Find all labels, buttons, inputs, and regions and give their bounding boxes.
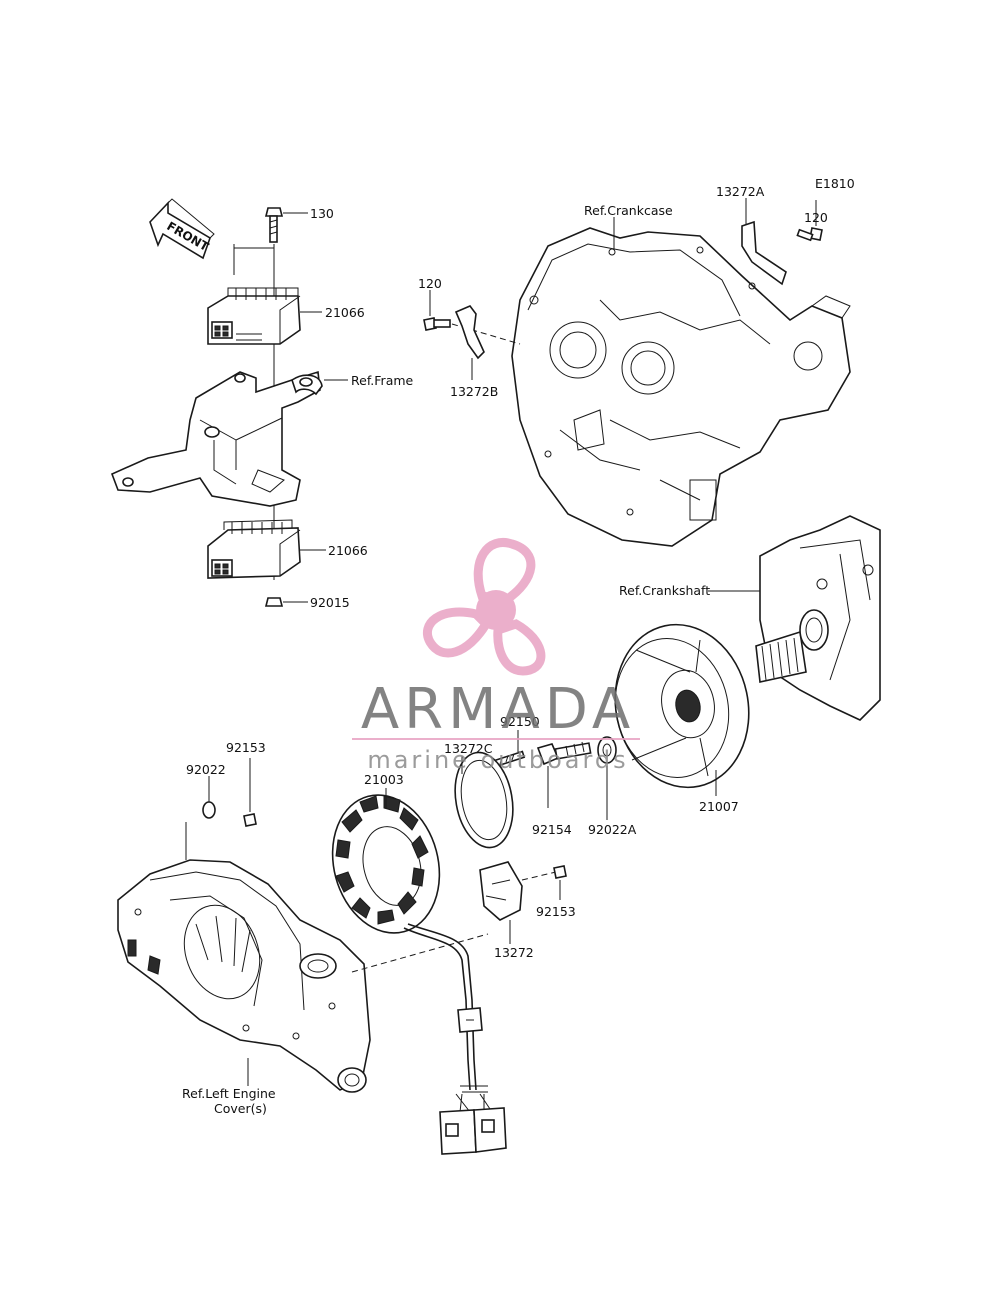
label-92022A: 92022A <box>588 822 637 837</box>
regulator-21066-lower <box>207 519 301 579</box>
label-ref-left-cover-1: Ref.Left Engine <box>182 1086 276 1101</box>
stator-cable <box>403 923 493 1113</box>
label-13272: 13272 <box>494 945 534 960</box>
washer-92022 <box>202 801 216 819</box>
bolt-130 <box>264 207 284 243</box>
crankcase <box>511 227 851 547</box>
label-130: 130 <box>310 206 334 221</box>
clip-13272 <box>479 861 523 921</box>
label-92022: 92022 <box>186 762 226 777</box>
bolt-92153-upper <box>243 813 257 827</box>
rotor-21007 <box>614 623 750 789</box>
label-21066-upper: 21066 <box>325 305 365 320</box>
connector <box>439 1107 507 1155</box>
label-13272A: 13272A <box>716 184 765 199</box>
propeller-logo-icon <box>423 538 546 676</box>
label-92154: 92154 <box>532 822 572 837</box>
bolt-92154 <box>536 741 592 766</box>
label-92150: 92150 <box>500 714 540 729</box>
label-21066-lower: 21066 <box>328 543 368 558</box>
label-13272C: 13272C <box>444 741 493 756</box>
regulator-21066-upper <box>207 287 301 345</box>
label-120-right: 120 <box>804 210 828 225</box>
label-92153-upper: 92153 <box>226 740 266 755</box>
gasket-13272C <box>454 751 514 849</box>
label-ref-left-cover-2: Cover(s) <box>214 1101 267 1116</box>
frame-bracket <box>110 370 323 507</box>
stator-21003 <box>331 794 441 934</box>
bolt-120-left <box>423 317 451 331</box>
label-120-left: 120 <box>418 276 442 291</box>
front-arrow-icon: FRONT <box>149 198 215 260</box>
label-ref-crankcase: Ref.Crankcase <box>584 203 673 218</box>
watermark-brand: ARMADA <box>361 677 635 742</box>
clamp-13272B <box>454 305 485 360</box>
label-21007: 21007 <box>699 799 739 814</box>
bolt-92153-lower <box>553 865 567 879</box>
label-92153-lower: 92153 <box>536 904 576 919</box>
label-92015: 92015 <box>310 595 350 610</box>
nut-92015 <box>264 597 284 607</box>
crankshaft <box>755 515 881 721</box>
washer-92022A <box>597 736 617 764</box>
bolt-120-right <box>796 227 823 242</box>
label-ref-crankshaft: Ref.Crankshaft <box>619 583 710 598</box>
armada-watermark: ARMADA marine outboards <box>352 538 640 774</box>
label-21003: 21003 <box>364 772 404 787</box>
diagram-code: E1810 <box>815 176 855 191</box>
label-ref-frame: Ref.Frame <box>351 373 414 388</box>
watermark-tagline: marine outboards <box>367 746 628 774</box>
left-engine-cover <box>117 859 371 1093</box>
label-13272B: 13272B <box>450 384 498 399</box>
clamp-13272A <box>741 220 787 286</box>
